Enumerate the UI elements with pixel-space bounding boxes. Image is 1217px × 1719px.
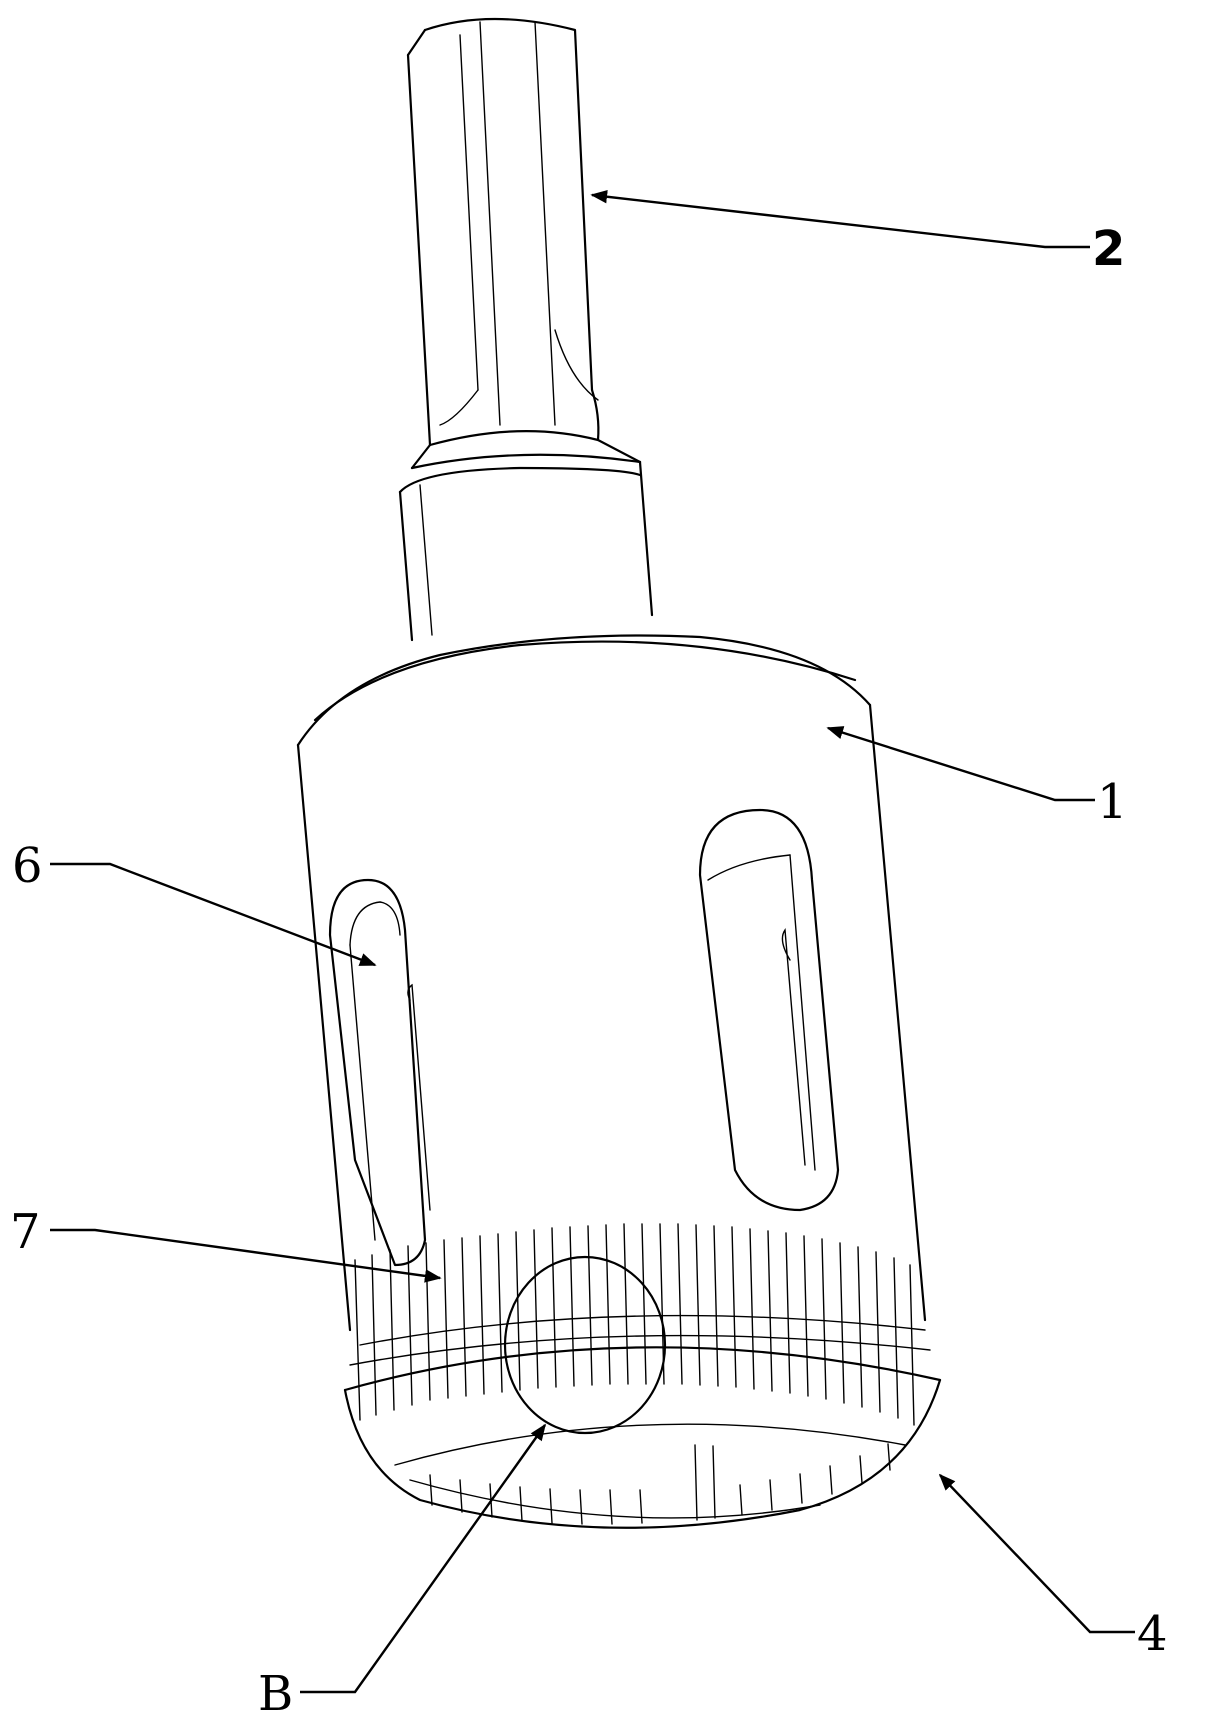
cutting-rim <box>343 1346 942 1529</box>
label-2: 2 <box>1092 221 1125 277</box>
label-6: 6 <box>12 838 43 894</box>
detail-circle-b <box>503 1255 667 1435</box>
shank <box>406 17 642 470</box>
label-1: 1 <box>1097 774 1128 830</box>
slot-teeth <box>349 1223 931 1426</box>
label-b: B <box>258 1666 293 1719</box>
leader-lines <box>50 190 1135 1694</box>
left-window <box>328 878 431 1267</box>
cup-body <box>296 634 927 1332</box>
label-7: 7 <box>10 1204 41 1260</box>
right-window <box>698 808 840 1212</box>
collar <box>398 453 654 642</box>
label-4: 4 <box>1137 1606 1168 1662</box>
